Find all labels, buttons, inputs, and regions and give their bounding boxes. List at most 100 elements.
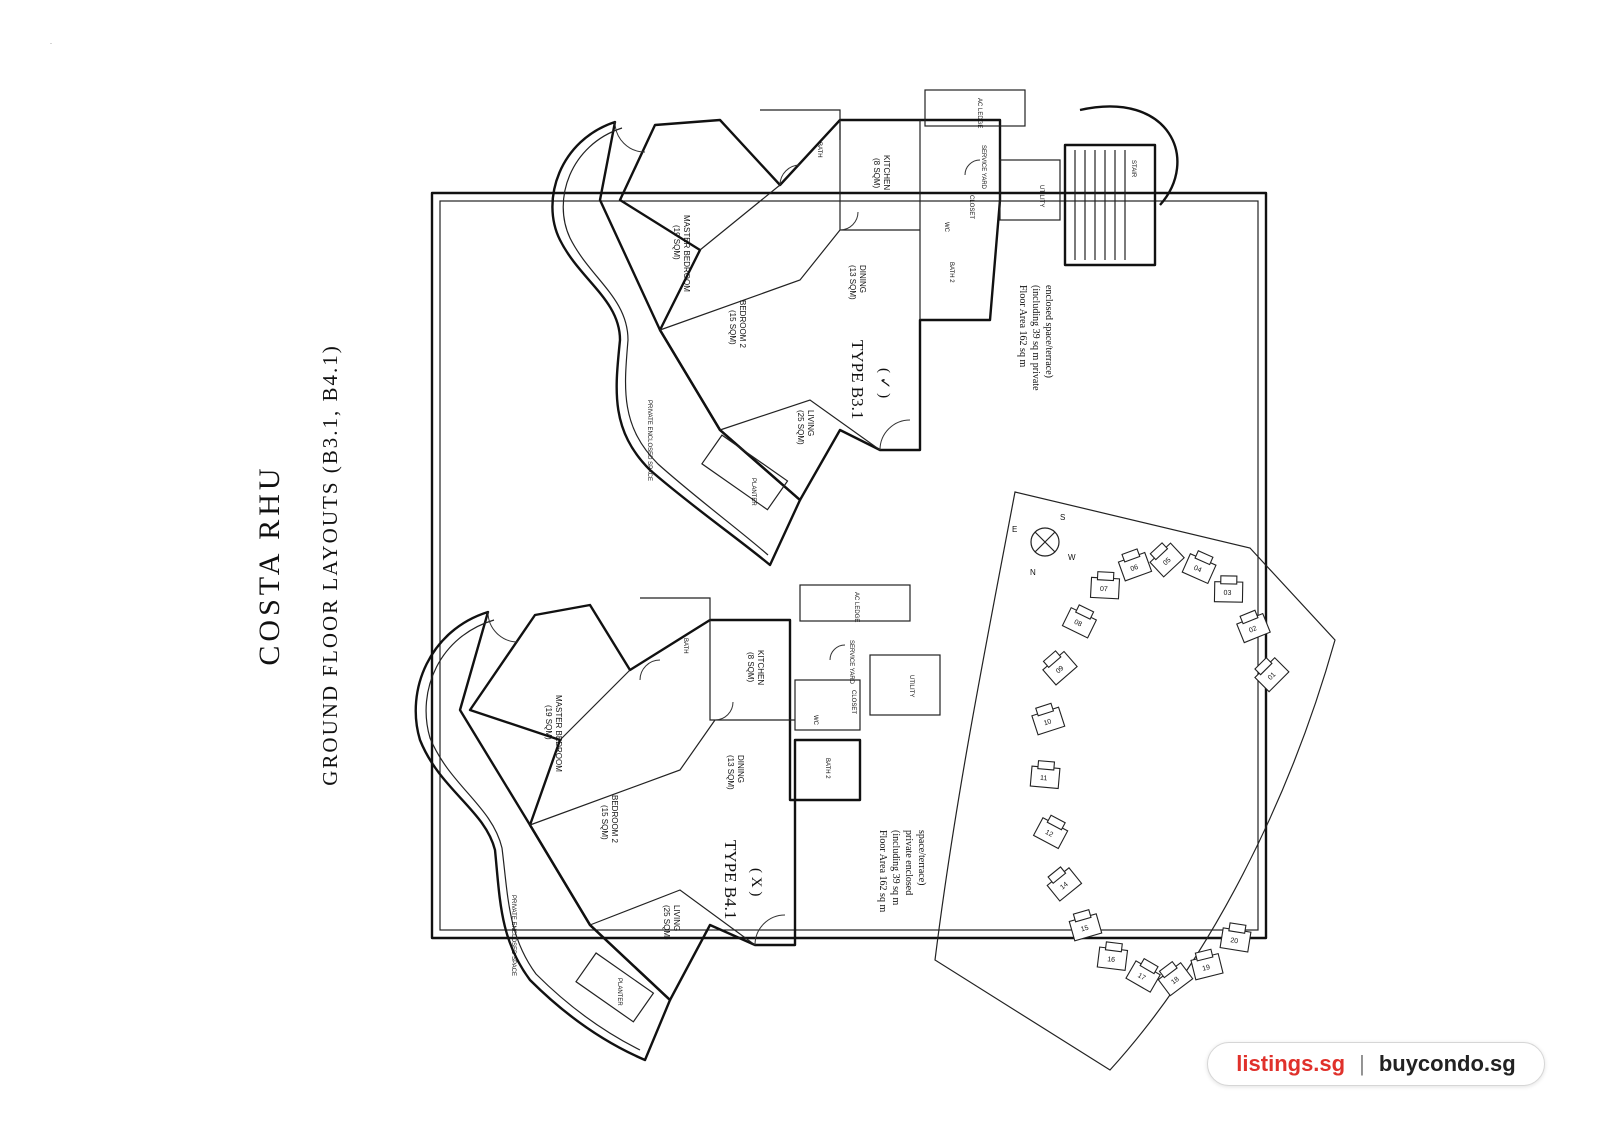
plan-b31 [551,89,1179,567]
label-wc-b31: WC [943,222,949,233]
site-block-number: 02 [1248,625,1258,634]
label-master-b41: MASTER BEDROOM [554,695,563,772]
label-dining-b41: DINING [736,755,745,783]
site-block-number: 14 [1059,881,1070,891]
label-bath2-b41: BATH 2 [824,758,830,779]
label-utility-b41: UTILITY [908,675,914,697]
site-block: 05 [1149,542,1185,578]
label-dining-b31: DINING [858,265,867,293]
site-block-wing [1035,702,1055,717]
site-block-wing [1042,650,1062,669]
label-bedroom2-area-b41: (15 SQM) [600,805,609,840]
site-block-number: 12 [1044,829,1054,839]
type-mark-b31: ( ✓ ) [876,368,892,398]
pes-outline-b41 [414,610,672,1062]
site-block-wing [1158,960,1178,979]
label-wc-b41: WC [812,715,818,726]
site-block-wing [1121,548,1141,563]
label-stair-b31: STAIR [1130,160,1136,178]
type-label-b31: TYPE B3.1 [848,340,867,419]
type-mark-b41: ( X ) [748,868,764,896]
area-note-b31-line2: (including 39 sq m private [1030,285,1041,391]
label-closet-b41: CLOSET [850,690,856,714]
label-bedroom2-b41: BEDROOM 2 [610,795,619,844]
area-note-b31-line3: enclosed space/terrace) [1043,285,1054,378]
watermark-listings[interactable]: listings.sg [1236,1051,1346,1076]
site-block-wing [1220,575,1238,585]
site-block: 08 [1061,604,1098,639]
label-kitchen-b31: KITCHEN [882,155,891,190]
watermark-separator: | [1359,1051,1365,1076]
site-block-number: 08 [1073,619,1083,629]
site-block: 12 [1032,814,1069,850]
label-planter-b31: PLANTER [750,478,756,506]
site-block-number: 15 [1080,925,1090,934]
unit-body-b41 [468,603,862,1002]
site-block-number: 09 [1055,665,1066,675]
compass: E S N W [1012,513,1076,577]
site-block-number: 06 [1130,564,1140,573]
label-living-area-b41: (25 SQM) [662,905,671,940]
watermark-buycondo[interactable]: buycondo.sg [1378,1051,1516,1076]
site-plan-border [934,491,1336,1071]
label-bath2-b31: BATH 2 [948,262,954,283]
site-block: 07 [1089,571,1121,600]
site-block-number: 11 [1040,775,1048,783]
label-kitchen-area-b31: (8 SQM) [872,158,881,189]
site-block-wing [1139,957,1159,975]
area-note-b41-line1: Floor Area 162 sq m [877,830,888,912]
label-living-area-b31: (25 SQM) [796,410,805,445]
label-dining-area-b41: (13 SQM) [726,755,735,790]
scan-speck: · [50,41,52,47]
label-kitchen-area-b41: (8 SQM) [746,652,755,683]
label-living-b31: LIVING [806,410,815,436]
compass-n: N [1030,568,1036,577]
label-planter-b41: PLANTER [616,978,622,1006]
site-block: 01 [1254,656,1290,693]
label-bedroom2-b31: BEDROOM 2 [738,300,747,349]
site-block-wing [1228,922,1247,934]
site-block-number: 10 [1043,718,1053,727]
compass-e: E [1012,525,1017,534]
site-block-number: 04 [1192,565,1202,575]
site-block-wing [1096,571,1115,582]
type-label-b41: TYPE B4.1 [721,840,740,919]
site-block: 20 [1219,922,1252,953]
site-block-number: 05 [1162,557,1173,568]
site-block-wing [1239,609,1259,625]
plan-b41 [414,584,941,1062]
unit-body-b31 [618,118,1002,502]
site-block-number: 18 [1170,976,1181,986]
site-block-wing [1047,866,1067,884]
label-closet-b31: CLOSET [968,195,974,219]
site-block: 02 [1236,609,1271,644]
label-serviceyard-b41: SERVICE YARD [848,640,854,685]
area-note-b41-line4: space/terrace) [916,830,927,886]
label-bedroom2-area-b31: (15 SQM) [728,310,737,345]
area-note-b31-line1: Floor Area 162 sq m [1017,285,1028,367]
site-block-wing [1046,814,1066,831]
site-block-wing [1072,909,1092,923]
site-block: 03 [1213,575,1244,603]
compass-w: W [1068,553,1076,562]
area-note-b41-line2: (including 39 sq m [890,830,901,905]
site-block-wing [1074,604,1095,620]
label-master-area-b41: (19 SQM) [544,705,553,740]
label-master-area-b31: (19 SQM) [672,225,681,260]
compass-s: S [1060,513,1065,522]
room-labels-b31: MASTER BEDROOM (19 SQM) BEDROOM 2 (15 SQ… [646,98,1136,506]
label-utility-b31: UTILITY [1038,185,1044,207]
site-block: 18 [1157,960,1194,997]
site-block-wing [1149,542,1169,561]
site-block: 09 [1042,650,1078,686]
site-block: 04 [1181,550,1217,585]
site-block: 10 [1031,702,1066,736]
label-serviceyard-b31: SERVICE YARD [980,145,986,190]
site-block-wing [1037,760,1056,771]
site-block-wing [1104,941,1123,953]
label-kitchen-b41: KITCHEN [756,650,765,685]
watermark-badge[interactable]: listings.sg | buycondo.sg [1207,1042,1545,1086]
site-block: 16 [1096,941,1129,971]
label-bath-b41: BATH [682,638,688,654]
